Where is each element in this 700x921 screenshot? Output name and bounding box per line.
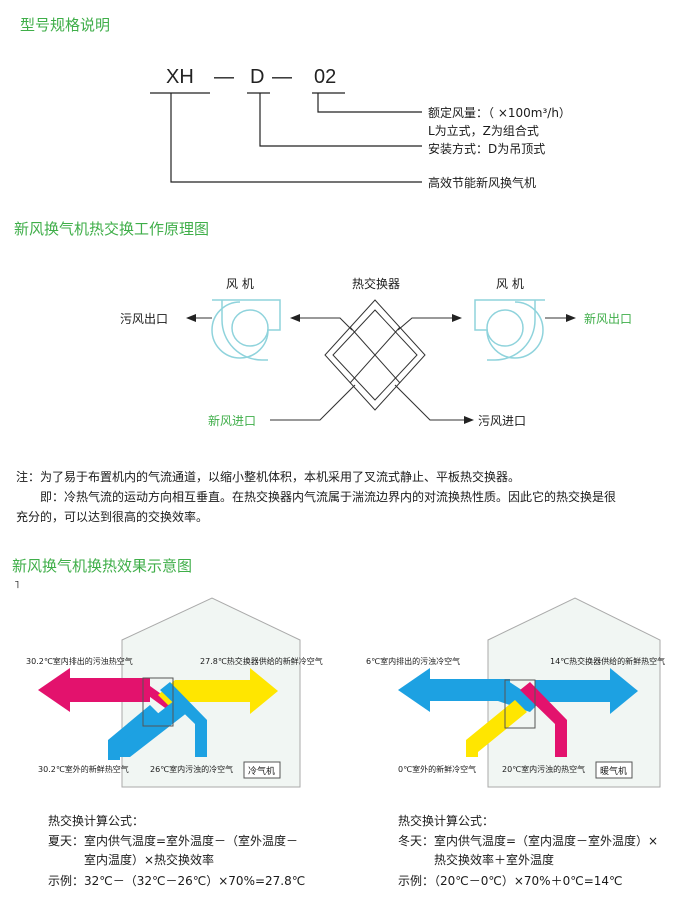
- legend-type: L为立式，Z为组合式: [428, 124, 539, 138]
- note-line-2: 即：冷热气流的运动方向相互垂直。在热交换器内气流属于湍流边界内的对流换热性质。因…: [40, 490, 617, 504]
- right-fan-icon: [474, 299, 545, 361]
- fan-label-right: 风 机: [496, 277, 524, 291]
- legend-product: 高效节能新风换气机: [428, 176, 537, 190]
- summer-diagram: [38, 597, 301, 788]
- summer-mode-box: [243, 761, 281, 779]
- winter-mode-box: [595, 761, 633, 779]
- summer-supply-label: 27.8℃热交换器供给的新鲜冷空气: [200, 657, 323, 666]
- winter-mode-label: 暖气机: [600, 767, 628, 777]
- winter-outdoor-fresh-label: 0℃室外的新鲜冷空气: [398, 765, 477, 774]
- summer-formula-line2: 室内温度）×热交换效率: [84, 853, 215, 867]
- summer-mode-label: 冷气机: [248, 767, 276, 777]
- summer-example: 示例：32℃－（32℃－26℃）×70%=27.8℃: [48, 874, 306, 888]
- note-line-1: 注：为了易于布置机内的气流通道，以缩小整机体积，本机采用了叉流式静止、平板热交换…: [16, 470, 521, 484]
- winter-diagram: [398, 597, 661, 788]
- legend-install: 安装方式：D为吊顶式: [428, 142, 546, 156]
- winter-formula-title: 热交换计算公式：: [398, 814, 495, 828]
- winter-example: 示例：（20℃－0℃）×70%＋0℃=14℃: [398, 874, 623, 888]
- model-code-part1: XH: [166, 66, 194, 88]
- summer-formula-line1: 夏天：室内供气温度=室外温度－（室外温度－: [48, 834, 299, 848]
- left-fan-icon: [211, 299, 281, 361]
- legend-rated-airflow: 额定风量：（ ×100m³/h）: [428, 106, 571, 120]
- exhaust-outlet-label: 污风出口: [120, 312, 169, 326]
- summer-indoor-dirty-label: 26℃室内污浊的冷空气: [150, 765, 234, 774]
- fresh-inlet-label: 新风进口: [208, 414, 257, 428]
- summer-indoor-exhaust-label: 30.2℃室内排出的污浊热空气: [26, 657, 133, 666]
- winter-formula-line1: 冬天：室内供气温度=（室内温度－室外温度）×: [398, 834, 659, 848]
- section-title-principle: 新风换气机热交换工作原理图: [14, 220, 210, 238]
- section-title-effect: 新风换气机换热效果示意图: [12, 557, 193, 575]
- model-code-part3: 02: [314, 66, 337, 88]
- fan-label-left: 风 机: [226, 277, 254, 291]
- heat-exchanger-icon: [324, 299, 426, 411]
- winter-supply-label: 14℃热交换器供给的新鲜热空气: [550, 657, 666, 666]
- exhaust-inlet-label: 污风进口: [478, 414, 527, 428]
- exchanger-label: 热交换器: [352, 277, 401, 291]
- winter-indoor-dirty-label: 20℃室内污浊的热空气: [502, 765, 586, 774]
- principle-diagram: [186, 299, 576, 424]
- fresh-outlet-label: 新风出口: [584, 312, 633, 326]
- winter-indoor-exhaust-label: 6℃室内排出的污浊冷空气: [366, 657, 461, 666]
- section-title-model-spec: 型号规格说明: [20, 16, 111, 34]
- model-code-leaders: [150, 92, 422, 183]
- summer-formula-title: 热交换计算公式：: [48, 814, 145, 828]
- model-code-part2: D: [250, 66, 265, 88]
- model-code-dash2: —: [272, 66, 292, 88]
- stray-mark: ˥: [14, 578, 20, 591]
- summer-outdoor-fresh-label: 30.2℃室外的新鲜热空气: [38, 765, 129, 774]
- winter-formula-line2: 热交换效率＋室外温度: [434, 853, 555, 867]
- note-line-3: 充分的，可以达到很高的交换效率。: [16, 510, 209, 524]
- model-code-dash1: —: [214, 66, 234, 88]
